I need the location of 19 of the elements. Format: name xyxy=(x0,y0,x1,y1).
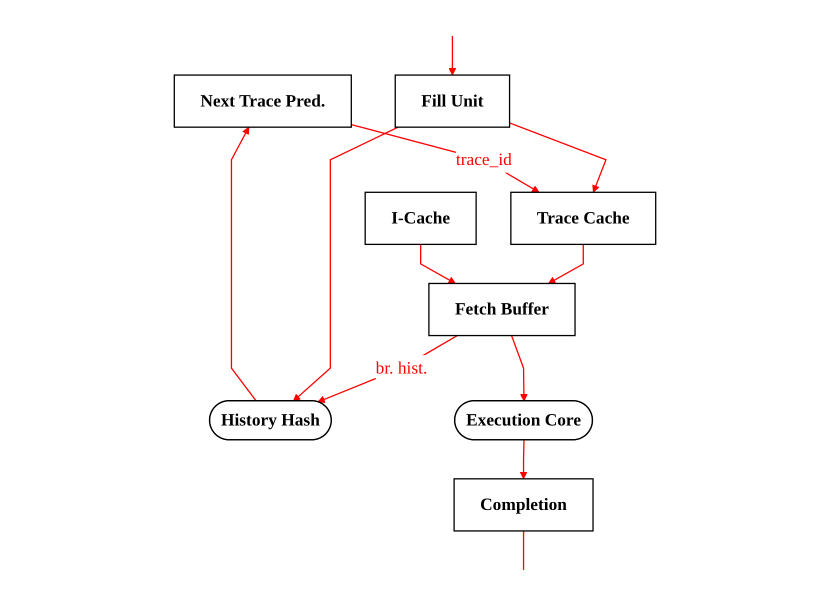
node-box: Trace Cache xyxy=(510,192,656,246)
node-box: Fetch Buffer xyxy=(428,282,576,336)
arrow xyxy=(520,440,528,480)
arrow xyxy=(509,122,607,193)
edge-label: trace_id xyxy=(456,150,512,170)
node-box: I-Cache xyxy=(364,192,477,246)
edge-label: br. hist. xyxy=(376,358,428,378)
node-box: Fill Unit xyxy=(394,74,510,128)
arrow xyxy=(292,126,398,402)
arrow xyxy=(420,244,456,284)
arrow xyxy=(230,126,257,402)
arrow xyxy=(548,244,584,284)
arrow xyxy=(510,335,528,402)
arrow xyxy=(448,36,456,76)
arrow xyxy=(318,335,458,403)
node-box: Completion xyxy=(453,478,594,532)
connector xyxy=(522,530,524,570)
node-box: Next Trace Pred. xyxy=(174,74,352,128)
arrow xyxy=(351,124,540,193)
